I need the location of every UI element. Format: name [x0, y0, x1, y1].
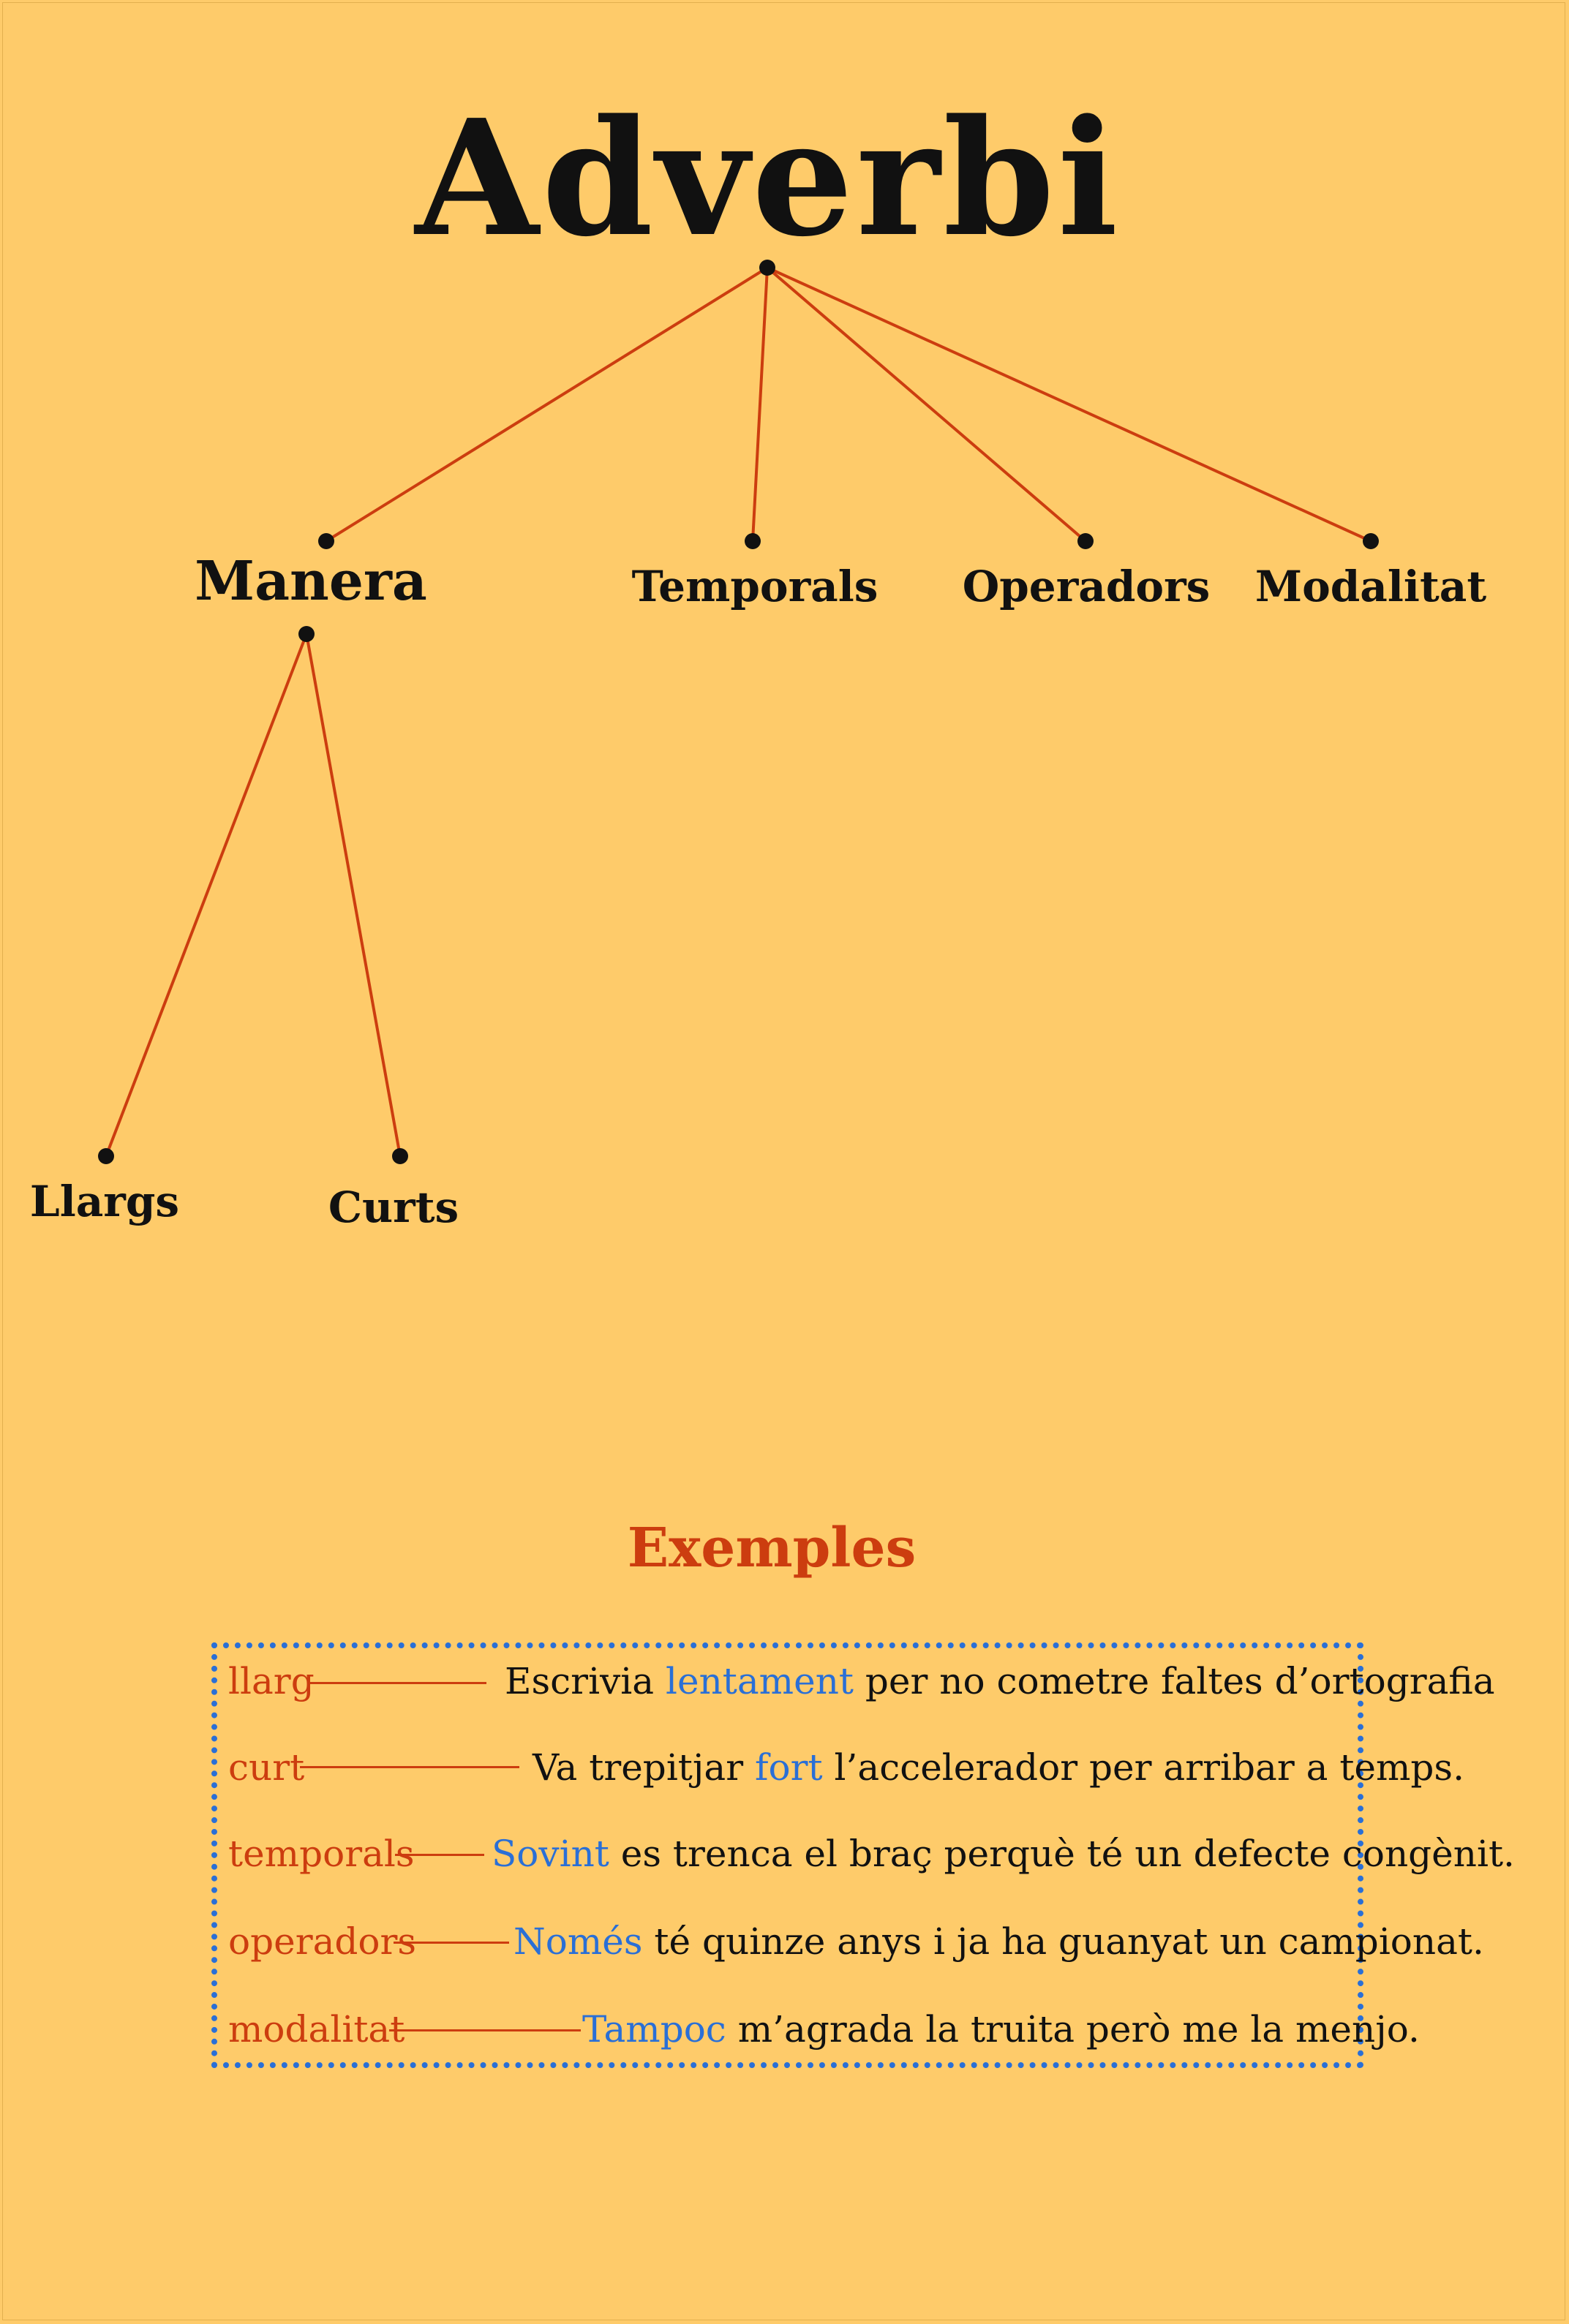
example-sentence-llarg: Escrivia lentament per no cometre faltes… — [505, 1663, 1495, 1699]
adverb-highlight: Només — [513, 1920, 643, 1963]
node-dot-temporals — [745, 533, 761, 549]
example-sentence-temporals: Sovint es trenca el braç perquè té un de… — [492, 1836, 1515, 1872]
sentence-text: té quinze anys i ja ha guanyat un campio… — [642, 1920, 1484, 1963]
node-dot-modalitat — [1363, 533, 1379, 549]
example-type-curt: curt — [228, 1746, 305, 1789]
example-sentence-operadors: Només té quinze anys i ja ha guanyat un … — [513, 1923, 1484, 1960]
edge-adverbi-manera — [325, 266, 769, 543]
node-operadors: Operadors — [962, 562, 1211, 611]
adverb-highlight: Sovint — [492, 1833, 609, 1875]
example-connector — [389, 2029, 581, 2031]
sentence-text: l’accelerador per arribar a temps. — [822, 1746, 1464, 1789]
edge-manera-curts — [305, 633, 402, 1157]
adverb-highlight: Tampoc — [582, 2008, 726, 2051]
example-connector — [307, 1682, 486, 1684]
example-type-operadors: operadors — [228, 1920, 417, 1963]
sentence-text: m’agrada la truita però me la menjo. — [726, 2008, 1420, 2051]
sentence-text: es trenca el braç perquè té un defecte c… — [609, 1833, 1515, 1875]
example-connector — [395, 1854, 484, 1856]
node-modalitat: Modalitat — [1254, 562, 1487, 611]
diagram-title: Adverbi — [415, 85, 1121, 272]
edge-adverbi-temporals — [751, 267, 769, 542]
edge-adverbi-modalitat — [767, 266, 1372, 543]
node-temporals: Temporals — [631, 562, 878, 611]
node-dot-root — [759, 260, 775, 276]
node-manera: Manera — [195, 550, 427, 613]
sentence-text: per no cometre faltes d’ortografia — [853, 1660, 1495, 1702]
node-dot-curts — [392, 1148, 408, 1164]
node-dot-maneraBot — [298, 626, 315, 642]
example-sentence-modalitat: Tampoc m’agrada la truita però me la men… — [582, 2011, 1420, 2048]
node-curts: Curts — [328, 1182, 459, 1232]
adverb-highlight: fort — [755, 1746, 823, 1789]
sentence-text: Escrivia — [505, 1660, 666, 1702]
examples-title: Exemples — [627, 1517, 917, 1580]
examples-box — [211, 1642, 1363, 2068]
node-llargs: Llargs — [29, 1177, 180, 1226]
example-sentence-curt: Va trepitjar fort l’accelerador per arri… — [533, 1749, 1464, 1786]
node-dot-llargs — [98, 1148, 114, 1164]
example-type-modalitat: modalitat — [228, 2008, 405, 2051]
edge-adverbi-operadors — [766, 266, 1087, 543]
example-connector — [394, 1942, 509, 1944]
node-dot-manera — [318, 533, 334, 549]
example-type-llarg: llarg — [228, 1660, 315, 1702]
example-connector — [300, 1766, 519, 1768]
example-type-temporals: temporals — [228, 1833, 415, 1875]
node-dot-operadors — [1077, 533, 1094, 549]
edge-manera-llargs — [105, 633, 308, 1157]
adverb-highlight: lentament — [666, 1660, 854, 1702]
sentence-text: Va trepitjar — [533, 1746, 756, 1789]
